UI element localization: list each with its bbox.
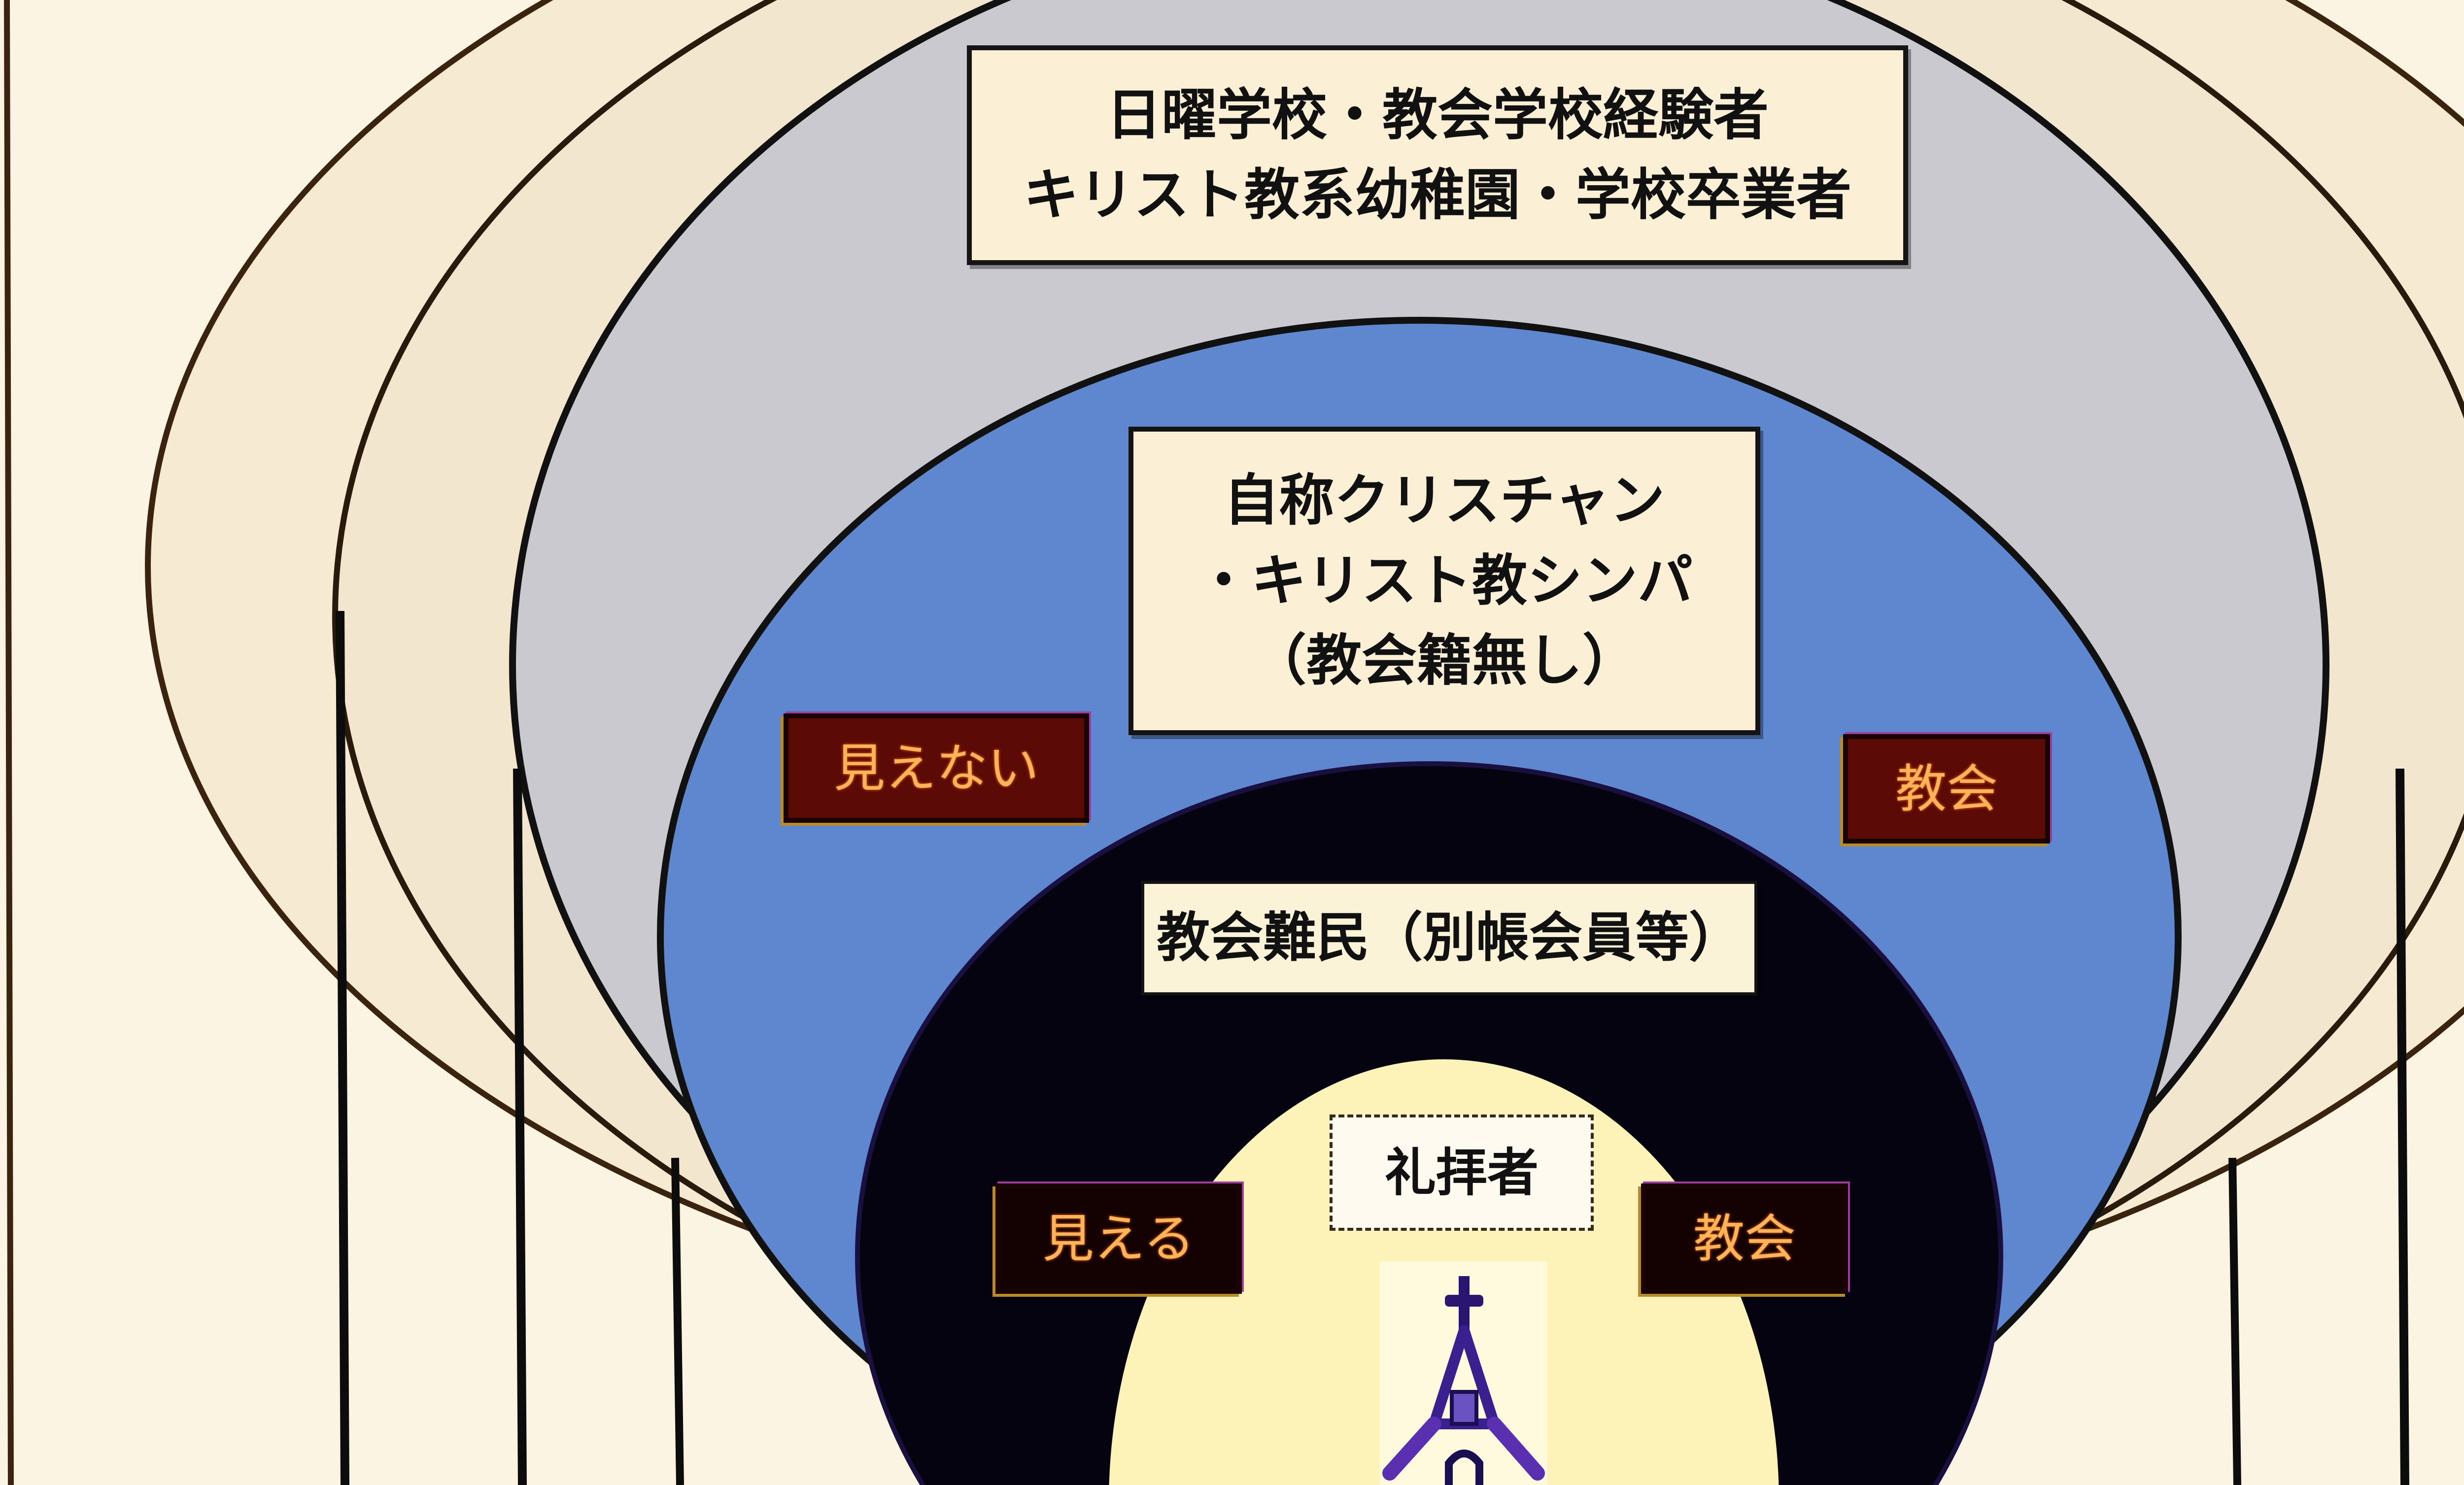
church-label-upper-text: 教会	[1895, 758, 1998, 819]
invisible-label: 見えない	[784, 713, 1089, 823]
vertical-line-left-2	[513, 768, 527, 1485]
school-experience-box: 日曜学校・教会学校経験者 キリスト教系幼稚園・学校卒業者	[967, 45, 1908, 265]
church-label-lower-text: 教会	[1693, 1208, 1796, 1269]
invisible-label-text: 見えない	[833, 738, 1039, 798]
church-refugees-text: 教会難民（別帳会員等）	[1156, 907, 1742, 969]
self-identified-line-3: （教会籍無し）	[1251, 629, 1638, 693]
worshippers-text: 礼拝者	[1384, 1142, 1539, 1203]
visible-label-text: 見える	[1042, 1208, 1195, 1269]
vertical-line-right-2	[2396, 768, 2409, 1485]
school-experience-line-1: 日曜学校・教会学校経験者	[1106, 83, 1769, 147]
visible-label: 見える	[995, 1183, 1242, 1294]
vertical-line-right-3	[2228, 1157, 2241, 1485]
school-experience-line-2: キリスト教系幼稚園・学校卒業者	[1024, 163, 1851, 227]
left-border-line	[4, 0, 14, 1485]
vertical-line-left-1	[336, 610, 349, 1485]
church-label-lower: 教会	[1641, 1183, 1848, 1294]
self-identified-christian-box: 自称クリスチャン ・キリスト教シンパ （教会籍無し）	[1129, 427, 1760, 735]
church-refugees-box: 教会難民（別帳会員等）	[1141, 881, 1757, 995]
church-icon	[1380, 1261, 1547, 1485]
vertical-line-left-3	[671, 1157, 684, 1485]
worshippers-box: 礼拝者	[1330, 1114, 1594, 1231]
church-label-upper: 教会	[1843, 734, 2050, 844]
self-identified-line-1: 自称クリスチャン	[1224, 469, 1665, 533]
self-identified-line-2: ・キリスト教シンパ	[1196, 548, 1693, 613]
